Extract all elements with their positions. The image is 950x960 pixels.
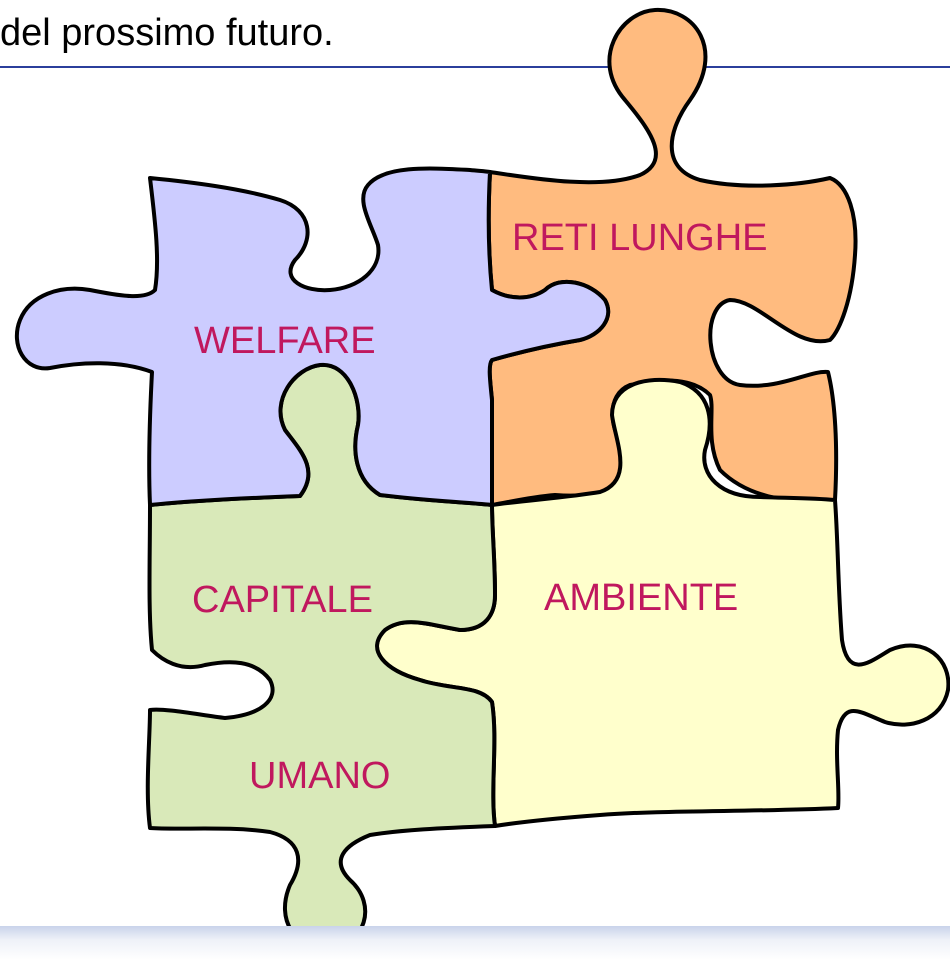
slide-title: del prossimo futuro. [0,12,334,54]
footer-band [0,926,950,960]
umano-label: UMANO [249,755,390,797]
puzzle-piece-welfare [14,166,611,507]
title-divider [0,66,950,68]
capitale-label: CAPITALE [192,579,373,621]
welfare-label: WELFARE [194,320,376,362]
reti-lunghe-label: RETI LUNGHE [512,217,767,259]
ambiente-label: AMBIENTE [544,577,738,619]
